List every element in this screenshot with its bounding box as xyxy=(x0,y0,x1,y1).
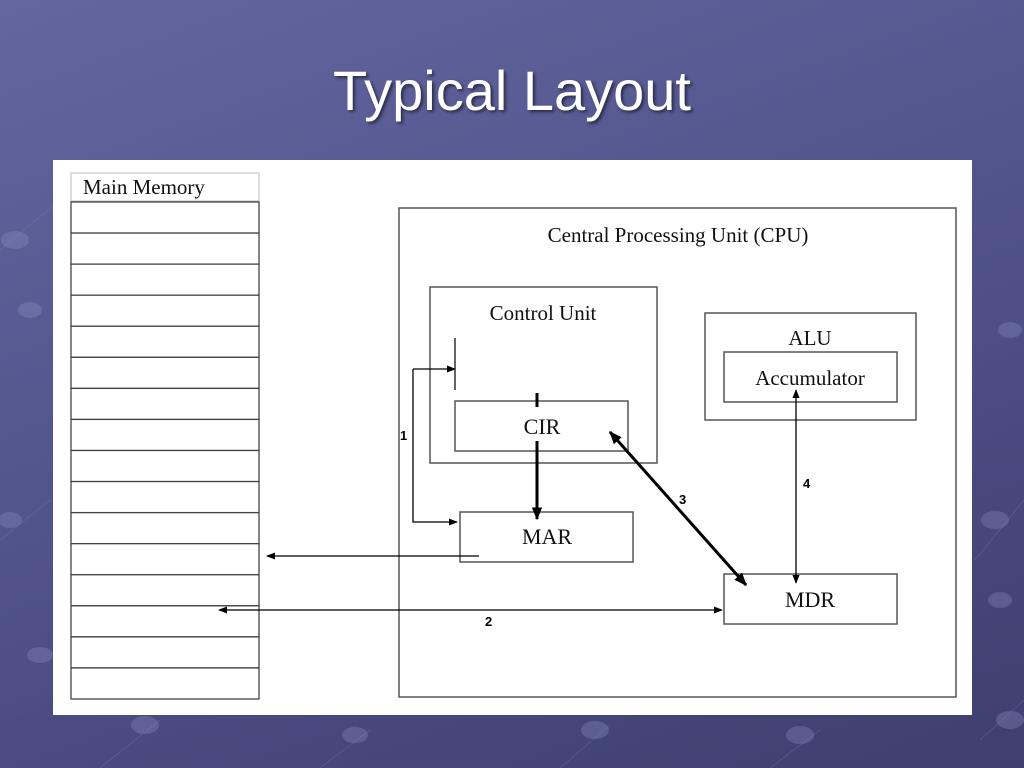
control-unit-label: Control Unit xyxy=(490,301,597,325)
memory-cell xyxy=(70,201,260,234)
cir-label: CIR xyxy=(524,414,561,439)
cpu-memory-diagram: Main Memory Central Processing Unit (CPU… xyxy=(53,160,972,715)
mdr-label: MDR xyxy=(785,587,835,612)
arrow-label-1: 1 xyxy=(400,428,407,443)
memory-cell xyxy=(70,232,260,265)
memory-cell xyxy=(70,356,260,390)
arrow-label-2: 2 xyxy=(485,614,492,629)
accumulator-register xyxy=(723,351,898,403)
memory-cell xyxy=(70,387,260,421)
accumulator-label: Accumulator xyxy=(755,366,865,390)
memory-cell xyxy=(70,418,260,452)
memory-cell xyxy=(70,325,260,358)
slide-title: Typical Layout xyxy=(333,59,691,122)
diagram-canvas: Main Memory Central Processing Unit (CPU… xyxy=(70,172,957,700)
mar-register: MAR xyxy=(459,511,634,563)
arrows xyxy=(218,365,800,614)
memory-cell xyxy=(70,511,260,545)
memory-cell xyxy=(70,263,260,296)
cir-register: CIR xyxy=(454,400,629,452)
memory-cell xyxy=(70,480,260,514)
memory-cell xyxy=(70,543,260,576)
arrow-1-to-mar xyxy=(412,369,458,526)
memory-cell xyxy=(70,294,260,327)
alu: ALU Accumulator xyxy=(704,312,917,421)
mdr-register: MDR xyxy=(723,573,898,625)
memory-cell xyxy=(70,449,260,483)
main-memory: Main Memory xyxy=(70,172,260,700)
memory-cell xyxy=(70,667,260,700)
arrow-3-cir-mdr xyxy=(608,431,748,586)
cpu-label: Central Processing Unit (CPU) xyxy=(548,223,809,247)
main-memory-label: Main Memory xyxy=(83,175,205,199)
alu-label: ALU xyxy=(788,326,831,350)
arrow-label-4: 4 xyxy=(803,476,811,491)
memory-cell xyxy=(70,636,260,669)
memory-cell xyxy=(70,574,260,607)
mar-label: MAR xyxy=(522,524,572,549)
arrow-label-3: 3 xyxy=(679,492,686,507)
